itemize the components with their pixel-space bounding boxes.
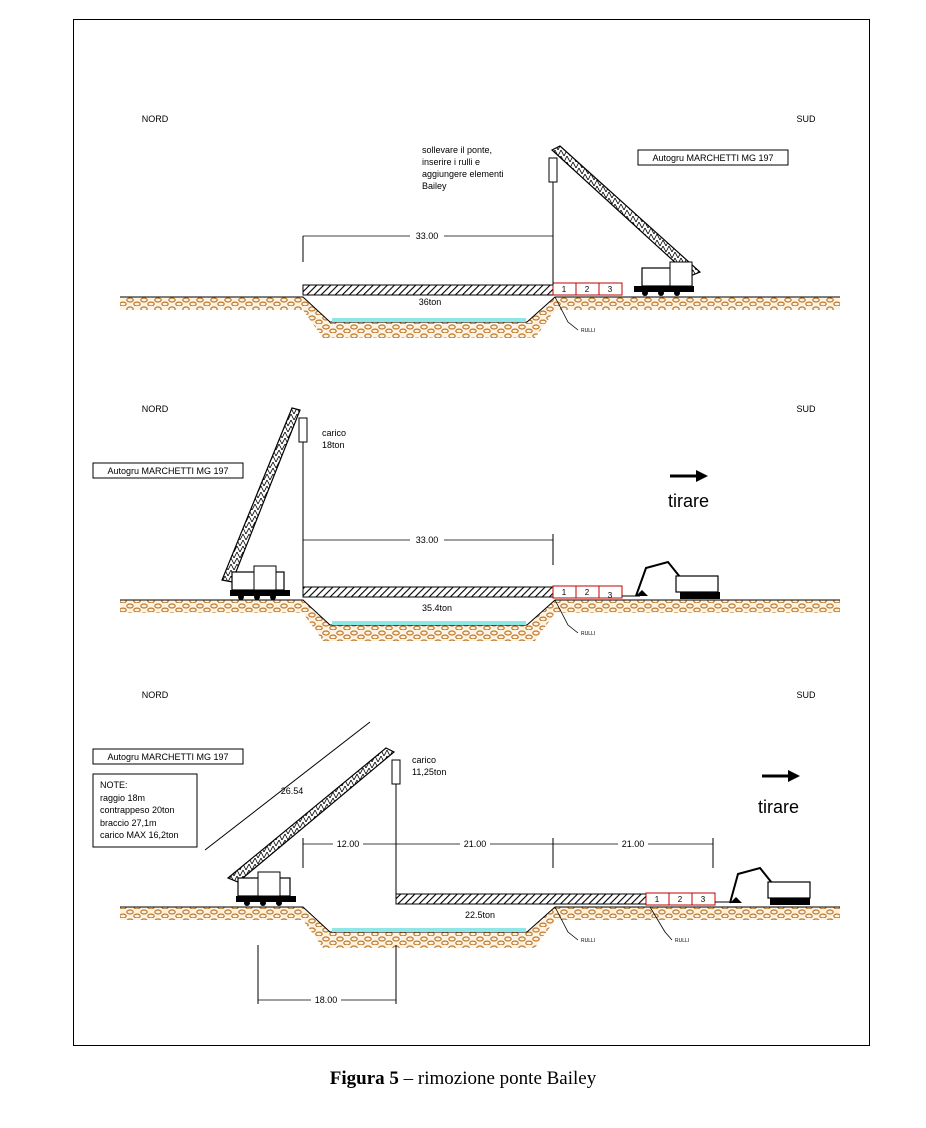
bailey-bridge — [302, 284, 554, 296]
boom-dimension-line — [204, 721, 371, 851]
element-3: 3 — [701, 895, 706, 904]
notes-line-4: braccio 27,1m — [100, 818, 157, 828]
radius-dimension: 18.00 — [315, 995, 338, 1005]
pull-label: tirare — [758, 797, 799, 817]
rollers-label: RULLI — [581, 938, 595, 944]
dimension-21b: 21.00 — [622, 839, 645, 849]
element-1: 1 — [655, 895, 660, 904]
dimension-12: 12.00 — [337, 839, 360, 849]
notes-box — [92, 773, 198, 848]
panel-2: NORD SUD carico 18ton Autogru MARCHETTI … — [92, 404, 840, 641]
water-surface — [332, 318, 526, 322]
crane-left — [226, 747, 401, 906]
panel-3: NORD SUD Autogru MARCHETTI MG 197 NOTE: … — [92, 690, 840, 1005]
load-line-2: 11,25ton — [412, 767, 446, 777]
south-label: SUD — [796, 690, 816, 700]
caption-separator: – — [398, 1068, 418, 1089]
crane-label: Autogru MARCHETTI MG 197 — [107, 752, 228, 762]
water-surface — [332, 928, 526, 932]
element-3: 3 — [608, 285, 613, 294]
figure-caption: Figura 5 – rimozione ponte Bailey — [0, 1068, 926, 1090]
boom-dimension: 26.54 — [281, 786, 304, 796]
excavator — [635, 560, 720, 599]
ground-section — [120, 907, 840, 948]
north-label: NORD — [142, 404, 169, 414]
element-2: 2 — [678, 895, 683, 904]
element-2: 2 — [585, 285, 590, 294]
crane-left — [221, 407, 308, 600]
instruction-line-2: inserire i rulli e — [422, 157, 480, 167]
notes-line-1: NOTE: — [100, 780, 128, 790]
bailey-bridge — [395, 893, 647, 905]
ground-section — [120, 297, 840, 338]
crane-label-box — [92, 748, 244, 765]
element-1: 1 — [562, 588, 567, 597]
crane-label: Autogru MARCHETTI MG 197 — [107, 466, 228, 476]
bailey-bridge — [302, 586, 554, 598]
element-1: 1 — [562, 285, 567, 294]
instruction-line-4: Bailey — [422, 181, 447, 191]
drawing-frame — [73, 19, 870, 1046]
notes-line-3: contrappeso 20ton — [100, 805, 175, 815]
span-dimension: 33.00 — [416, 231, 439, 241]
crane-right — [548, 145, 702, 296]
ground-section — [120, 600, 840, 641]
rollers-label: RULLI — [675, 938, 689, 944]
pull-arrow — [762, 770, 800, 782]
instruction-line-1: sollevare il ponte, — [422, 145, 492, 155]
load-line-1: carico — [412, 755, 436, 765]
bridge-weight: 36ton — [419, 297, 442, 307]
element-2: 2 — [585, 588, 590, 597]
pull-label: tirare — [668, 491, 709, 511]
bridge-weight: 22.5ton — [465, 910, 495, 920]
south-label: SUD — [796, 404, 816, 414]
load-line-2: 18ton — [322, 440, 345, 450]
figure-number: Figura 5 — [329, 1068, 399, 1089]
south-label: SUD — [796, 114, 816, 124]
rollers-label: RULLI — [581, 631, 595, 637]
water-surface — [332, 621, 526, 625]
excavator — [729, 866, 811, 905]
caption-text: rimozione ponte Bailey — [417, 1068, 597, 1089]
north-label: NORD — [142, 114, 169, 124]
dimension-21a: 21.00 — [464, 839, 487, 849]
rollers-label: RULLI — [581, 328, 595, 334]
notes-line-2: raggio 18m — [100, 793, 145, 803]
bridge-weight: 35.4ton — [422, 603, 452, 613]
span-dimension: 33.00 — [416, 535, 439, 545]
crane-label: Autogru MARCHETTI MG 197 — [652, 153, 773, 163]
crane-label-box — [92, 462, 244, 479]
load-line-1: carico — [322, 428, 346, 438]
crane-label-box — [637, 149, 789, 166]
panel-1: NORD SUD sollevare il ponte, inserire i … — [120, 114, 840, 338]
north-label: NORD — [142, 690, 169, 700]
pull-arrow — [670, 470, 708, 482]
notes-line-5: carico MAX 16,2ton — [100, 830, 179, 840]
element-3: 3 — [608, 591, 613, 600]
instruction-line-3: aggiungere elementi — [422, 169, 504, 179]
